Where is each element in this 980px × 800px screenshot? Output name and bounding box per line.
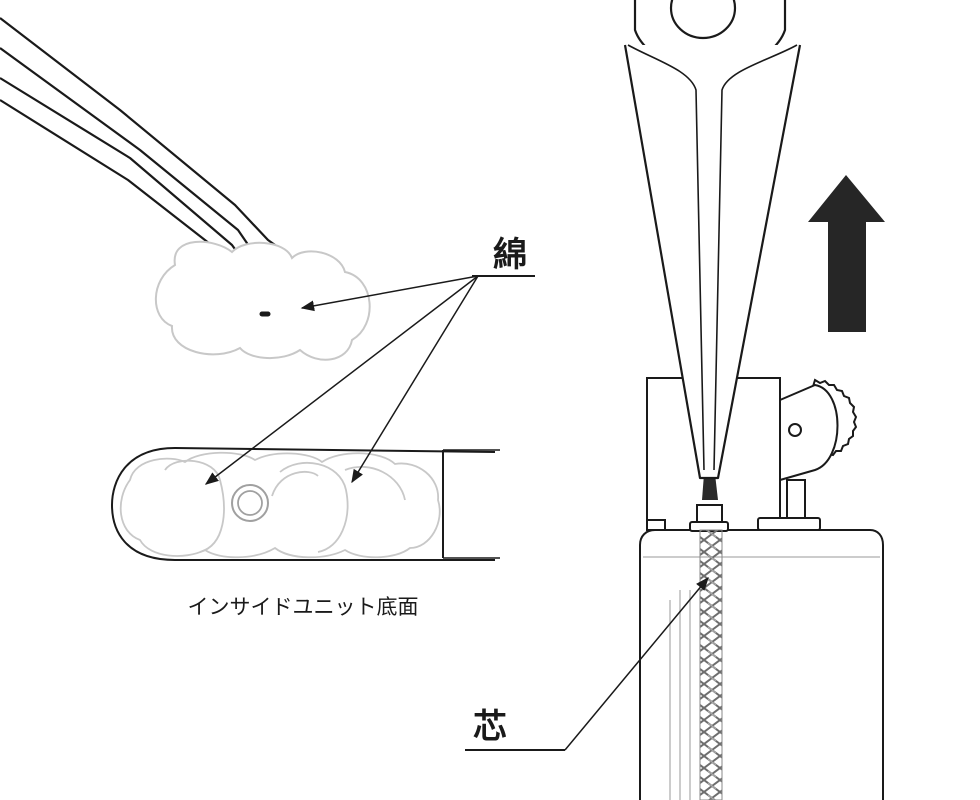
pliers <box>623 0 802 480</box>
lighter-insert <box>639 377 884 800</box>
pliers-pivot <box>669 0 737 40</box>
cotton-label: 綿 <box>493 235 527 275</box>
pull-up-arrow <box>808 175 885 332</box>
wick <box>699 529 723 800</box>
wick-label: 芯 <box>473 707 507 747</box>
inside-unit-bottom <box>110 446 500 561</box>
cotton-puff <box>154 240 371 361</box>
cotton-leader-lines <box>204 275 479 485</box>
packed-cotton <box>119 451 441 559</box>
inside-unit-bottom-caption: インサイドユニット底面 <box>188 595 419 619</box>
wick-leader-line <box>564 576 709 751</box>
